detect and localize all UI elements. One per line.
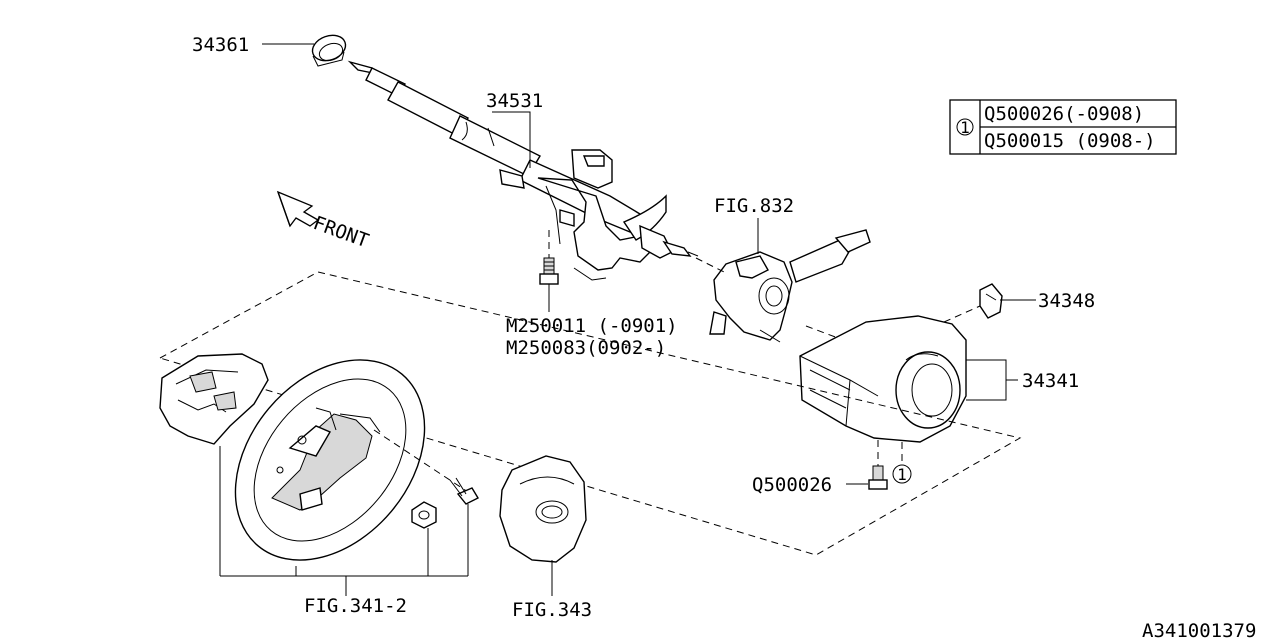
legend-row-2: Q500015 (0908-) (984, 130, 1156, 152)
front-label: FRONT (310, 212, 371, 252)
cover-clip (979, 283, 1036, 319)
airbag-module (499, 455, 587, 596)
assembly-plane-outline (158, 271, 1022, 556)
front-direction-arrow: FRONT (276, 190, 372, 252)
combination-switch (695, 218, 871, 343)
steering-wheel (234, 359, 469, 561)
wheel-nut (411, 501, 437, 576)
callout-34361: 34361 (192, 34, 249, 56)
drawing-id: A341001379 (1142, 620, 1256, 640)
reference-marker-label: 1 (897, 465, 907, 484)
legend-row-1: Q500026(-0908) (984, 103, 1144, 125)
dust-seal-ring (262, 34, 347, 67)
callout-34348: 34348 (1038, 290, 1095, 312)
callout-fig341-2: FIG.341-2 (304, 595, 407, 617)
cover-screw (846, 440, 903, 490)
column-cover (799, 305, 981, 443)
callout-fig832: FIG.832 (714, 195, 794, 217)
callout-q500026: Q500026 (752, 474, 832, 496)
fig341-callout-bracket (219, 446, 468, 596)
callout-fig343: FIG.343 (512, 599, 592, 621)
reference-marker-1: 1 (892, 464, 912, 484)
callout-m250083: M250083(0902-) (506, 337, 666, 359)
steering-column-assembly (347, 60, 699, 281)
cover-callout-bracket (966, 359, 1018, 401)
callout-34341: 34341 (1022, 370, 1079, 392)
callout-34531: 34531 (486, 90, 543, 112)
column-bolt (539, 230, 559, 312)
legend-marker: 1 (960, 118, 970, 137)
legend-table: 1 Q500026(-0908) Q500015 (0908-) (949, 99, 1177, 155)
wheel-bolt (449, 477, 479, 576)
callout-m250011: M250011 (-0901) (506, 315, 678, 337)
steering-wheel-lower-cover (159, 353, 269, 445)
